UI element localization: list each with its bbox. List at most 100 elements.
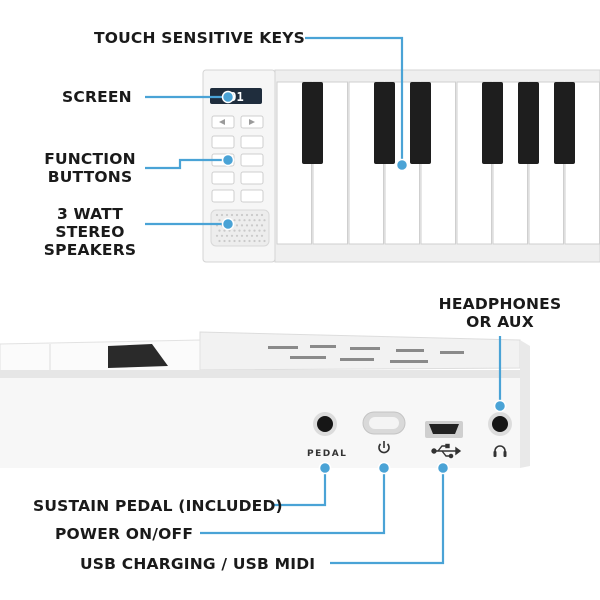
speaker-hole (255, 224, 259, 227)
label-touch-sensitive-keys: TOUCH SENSITIVE KEYS (94, 29, 306, 47)
label-usb: USB CHARGING / USB MIDI (80, 555, 316, 573)
speaker-hole (258, 219, 261, 222)
keyboard-side-view: PEDAL (0, 331, 530, 468)
speaker-hole (215, 213, 219, 217)
speaker-hole (233, 239, 236, 243)
speaker-hole (233, 229, 236, 232)
callout-dot-sustain-pedal (318, 461, 332, 475)
function-button[interactable] (211, 171, 235, 185)
speaker-hole (230, 213, 234, 217)
speaker-hole (253, 239, 256, 243)
speaker-hole (235, 213, 239, 217)
side-body-front (0, 370, 520, 468)
label-function-buttons-line1: FUNCTION (44, 150, 136, 168)
speaker-hole (250, 234, 254, 237)
headphone-port[interactable] (492, 416, 508, 432)
headphones-icon (493, 445, 507, 457)
power-icon (378, 441, 390, 454)
black-key[interactable] (554, 82, 575, 164)
speaker-hole (220, 213, 224, 217)
label-headphones-line1: HEADPHONES (438, 295, 562, 313)
panel-print (310, 345, 336, 348)
black-key[interactable] (302, 82, 323, 164)
side-black-key (108, 344, 168, 368)
callout-line-power (200, 470, 386, 535)
black-key[interactable] (518, 82, 539, 164)
speaker-hole (228, 239, 231, 243)
white-keys (276, 81, 600, 245)
panel-print (350, 347, 380, 350)
power-switch-knob[interactable] (369, 417, 399, 429)
pedal-port-label: PEDAL (307, 449, 347, 459)
speaker-hole (260, 213, 264, 217)
callout-dot-usb (436, 461, 450, 475)
speaker-hole (253, 229, 256, 232)
label-function-buttons: FUNCTION BUTTONS (40, 150, 140, 186)
panel-print (340, 358, 374, 361)
speaker-hole (240, 213, 244, 217)
usb-port[interactable] (429, 424, 459, 434)
right-arrow-icon (249, 119, 255, 125)
label-speakers-line2: STEREO (55, 223, 125, 241)
function-button[interactable] (211, 135, 235, 149)
function-button[interactable] (240, 153, 264, 167)
button-glyphs (219, 119, 255, 125)
speaker-hole (218, 239, 221, 243)
speaker-hole (238, 229, 241, 232)
side-top-panel (199, 331, 521, 371)
speaker-hole (263, 229, 266, 232)
label-sustain-pedal: SUSTAIN PEDAL (INCLUDED) (33, 497, 283, 515)
callout-dot-speakers (221, 217, 235, 231)
speaker-hole (230, 234, 234, 237)
function-button[interactable] (240, 189, 264, 203)
speaker-hole (238, 219, 241, 222)
side-keys-area (0, 339, 201, 373)
callout-dot-function-buttons (221, 153, 235, 167)
callout-line-touch-keys (305, 36, 404, 163)
black-key[interactable] (374, 82, 395, 164)
speaker-hole (218, 219, 221, 222)
speaker-hole (250, 213, 254, 217)
pedal-port[interactable] (317, 416, 333, 432)
speaker-hole (233, 219, 236, 222)
speaker-hole (243, 219, 246, 222)
callout-line-sustain-pedal (273, 470, 327, 507)
speaker-hole (248, 219, 251, 222)
speaker-holes (215, 213, 266, 243)
speaker-hole (215, 234, 219, 237)
black-key[interactable] (410, 82, 431, 164)
callout-dot-headphones (493, 399, 507, 413)
speaker-hole (240, 234, 244, 237)
function-button[interactable] (211, 189, 235, 203)
keyboard-top-view: 001 (202, 69, 600, 263)
label-speakers: 3 WATT STEREO SPEAKERS (40, 205, 140, 259)
callout-dot-screen (221, 90, 235, 104)
speaker-hole (253, 219, 256, 222)
left-arrow-icon (219, 119, 225, 125)
speaker-hole (263, 219, 266, 222)
speaker-hole (235, 234, 239, 237)
speaker-hole (223, 239, 226, 243)
panel-print (268, 346, 298, 349)
callout-dot-power (377, 461, 391, 475)
function-button[interactable] (240, 135, 264, 149)
panel-print (396, 349, 424, 352)
speaker-hole (225, 234, 229, 237)
speaker-hole (223, 229, 226, 232)
speaker-hole (245, 224, 249, 227)
black-key[interactable] (482, 82, 503, 164)
speaker-hole (243, 229, 246, 232)
label-headphones: HEADPHONES OR AUX (425, 295, 575, 331)
callout-lines (145, 36, 502, 565)
speaker-hole (220, 234, 224, 237)
speaker-hole (260, 224, 264, 227)
panel-print (440, 351, 464, 354)
function-button[interactable] (240, 171, 264, 185)
speaker-hole (255, 213, 259, 217)
label-screen: SCREEN (62, 88, 132, 106)
label-power: POWER ON/OFF (55, 525, 194, 543)
speaker-hole (258, 229, 261, 232)
speaker-hole (245, 234, 249, 237)
panel-print (290, 356, 326, 359)
